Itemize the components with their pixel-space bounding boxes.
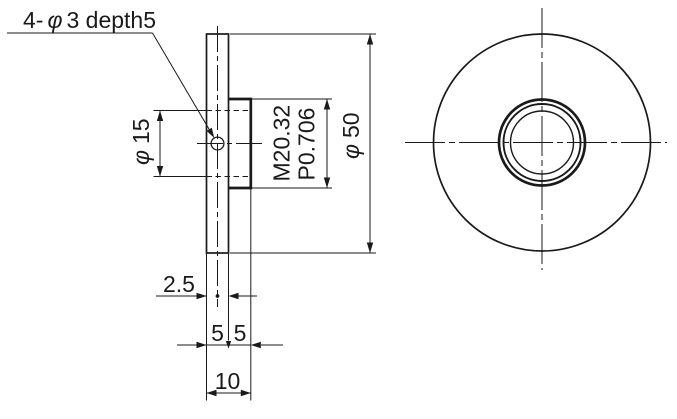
thread-arrow-up [323, 99, 331, 110]
total-arrow-right [240, 389, 251, 397]
outer-arrow-down [366, 242, 374, 253]
total-width-label: 10 [215, 368, 241, 394]
offset-dot-terminator [215, 294, 220, 298]
total-arrow-left [206, 389, 217, 397]
half-arrow-left [250, 341, 261, 349]
dim-outer: φ50 [230, 33, 376, 254]
bore-label: φ15 [128, 118, 154, 165]
boss-width-label: 5 [234, 320, 247, 346]
dim-bore: φ15 [128, 110, 207, 177]
dim-thread: M20.32P0.706 [252, 98, 332, 189]
front-view [405, 8, 667, 270]
half-arrow-right [196, 341, 207, 349]
thread-label: M20.32P0.706 [269, 105, 320, 182]
leader-arrowhead [206, 127, 215, 138]
bore-arrow-up [156, 110, 164, 121]
dim-bottom: 2.5 5 5 10 [156, 188, 283, 401]
dim-half-widths: 5 5 [177, 320, 283, 349]
half-mid-tick [225, 341, 232, 349]
dim-total-width: 10 [206, 368, 251, 397]
dim-hole-offset: 2.5 [156, 271, 257, 300]
radial-hole [210, 136, 225, 151]
outer-label: φ50 [338, 112, 364, 159]
side-view [197, 26, 263, 307]
plate-width-label: 5 [211, 320, 224, 346]
thread-arrow-down [323, 177, 331, 188]
bore-arrow-down [156, 166, 164, 177]
offset-arrow-left [228, 292, 239, 300]
leader-line [152, 32, 210, 130]
offset-arrow-right [196, 292, 207, 300]
offset-label: 2.5 [163, 271, 195, 297]
outer-arrow-up [366, 34, 374, 45]
